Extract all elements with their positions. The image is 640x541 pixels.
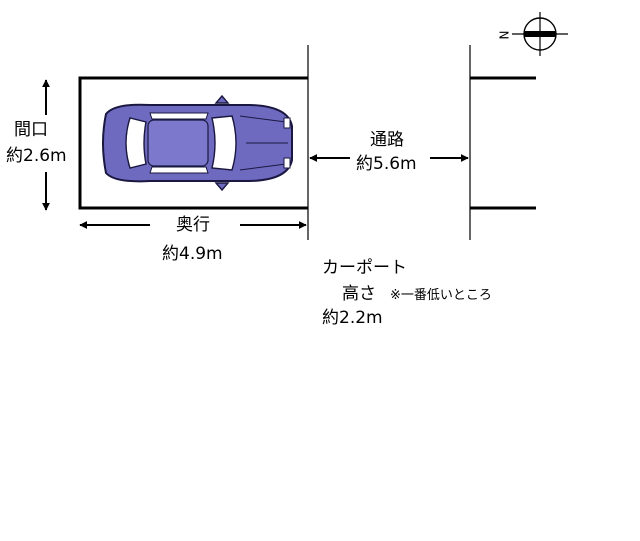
road-title: 通路	[370, 130, 404, 150]
north-compass-icon	[512, 12, 568, 56]
road-value: 約5.6m	[356, 154, 417, 174]
carport-height-label: 高さ	[342, 284, 376, 304]
depth-value: 約4.9m	[162, 244, 223, 264]
depth-title: 奥行	[176, 215, 210, 235]
frontage-value: 約2.6m	[6, 146, 67, 166]
carport-note: ※一番低いところ	[390, 288, 492, 303]
compass-north-letter: N	[497, 30, 512, 40]
frontage-title: 間口	[14, 120, 48, 140]
parking-space-outline	[78, 76, 308, 210]
car-icon	[102, 94, 293, 192]
carport-value: 約2.2m	[322, 308, 383, 328]
carport-title: カーポート	[322, 258, 407, 278]
